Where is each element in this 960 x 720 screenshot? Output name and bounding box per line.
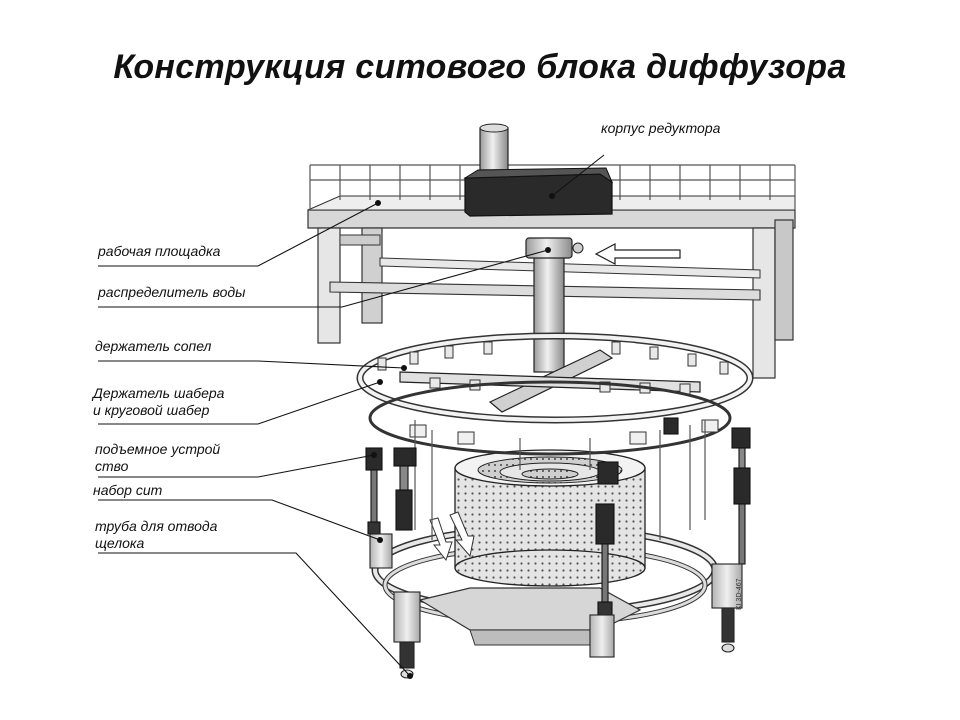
scraper-holder-ring [368, 380, 732, 540]
label-lifting-device-line1: подъемное устрой [95, 441, 221, 457]
work-platform [307, 164, 796, 379]
label-gearbox-housing: корпус редуктора [601, 120, 721, 136]
label-work-platform: рабочая площадка [98, 243, 221, 259]
label-scraper-holder-line1: Держатель шабера [93, 385, 225, 401]
support-legs [369, 533, 743, 679]
gearbox-housing [463, 123, 614, 217]
lifting-cylinders [365, 417, 751, 617]
label-screen-set: набор сит [93, 482, 163, 498]
label-liquor-pipe-line2: щелока [95, 535, 145, 551]
label-water-distributor: распределитель воды [98, 284, 246, 300]
diagram-title: Конструкция ситового блока диффузора [113, 48, 847, 86]
label-scraper-holder-line2: и круговой шабер [93, 402, 210, 418]
water-inlet-arrow [594, 243, 681, 265]
label-leader-lines [98, 154, 605, 677]
label-lifting-device-line2: ство [95, 458, 129, 474]
leader-dots [371, 193, 555, 679]
central-shaft [525, 237, 584, 373]
label-nozzle-holder: держатель сопел [95, 338, 212, 354]
label-liquor-pipe-line1: труба для отвода [95, 518, 218, 534]
drawing-stamp: KI 3D-467 [736, 578, 743, 610]
